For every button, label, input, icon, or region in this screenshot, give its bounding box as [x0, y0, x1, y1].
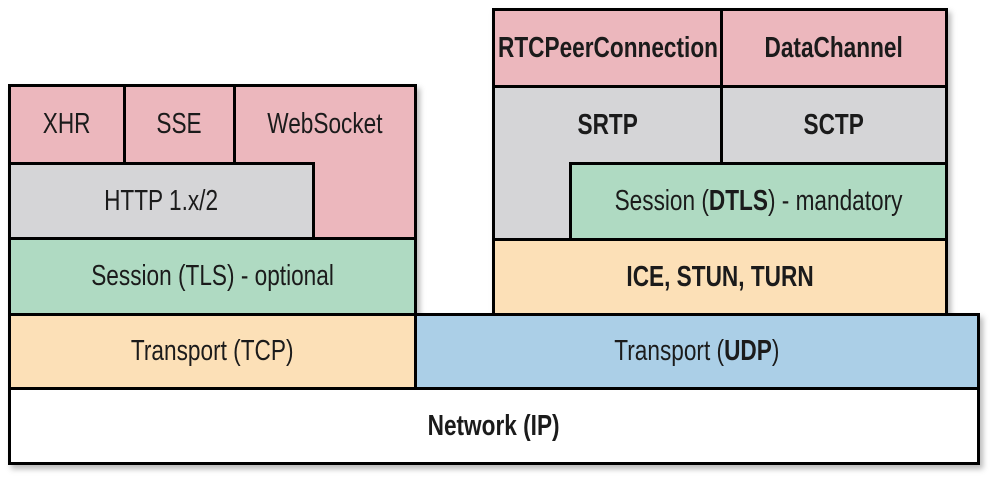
udp-box: Transport (UDP): [414, 313, 980, 390]
tls-label: Session (TLS) - optional: [91, 260, 334, 292]
tls-box: Session (TLS) - optional: [8, 237, 417, 316]
sse-box: SSE: [123, 84, 236, 165]
network-ip-label: Network (IP): [428, 409, 560, 442]
datachannel-label: DataChannel: [764, 31, 904, 64]
tcp-box: Transport (TCP): [8, 313, 417, 390]
http-label: HTTP 1.x/2: [104, 184, 219, 217]
sctp-box: SCTP: [720, 85, 948, 165]
http-box: HTTP 1.x/2: [8, 162, 315, 240]
ice-stun-turn-label: ICE, STUN, TURN: [626, 260, 814, 293]
sctp-label: SCTP: [803, 108, 865, 141]
dtls-box: Session (DTLS) - mandatory: [569, 162, 948, 241]
dtls-label: Session (DTLS) - mandatory: [614, 185, 903, 217]
rtcpeerconnection-box: RTCPeerConnection: [492, 8, 723, 88]
sse-label: SSE: [156, 108, 203, 140]
ice-stun-turn-box: ICE, STUN, TURN: [492, 238, 948, 316]
network-ip-box: Network (IP): [8, 387, 980, 465]
xhr-box: XHR: [8, 84, 126, 165]
tcp-label: Transport (TCP): [131, 335, 294, 367]
websocket-label: WebSocket: [267, 108, 383, 140]
xhr-label: XHR: [43, 108, 91, 140]
datachannel-box: DataChannel: [720, 8, 948, 88]
udp-label: Transport (UDP): [614, 335, 780, 367]
srtp-label: SRTP: [577, 109, 638, 141]
rtcpeerconnection-label: RTCPeerConnection: [497, 31, 718, 64]
